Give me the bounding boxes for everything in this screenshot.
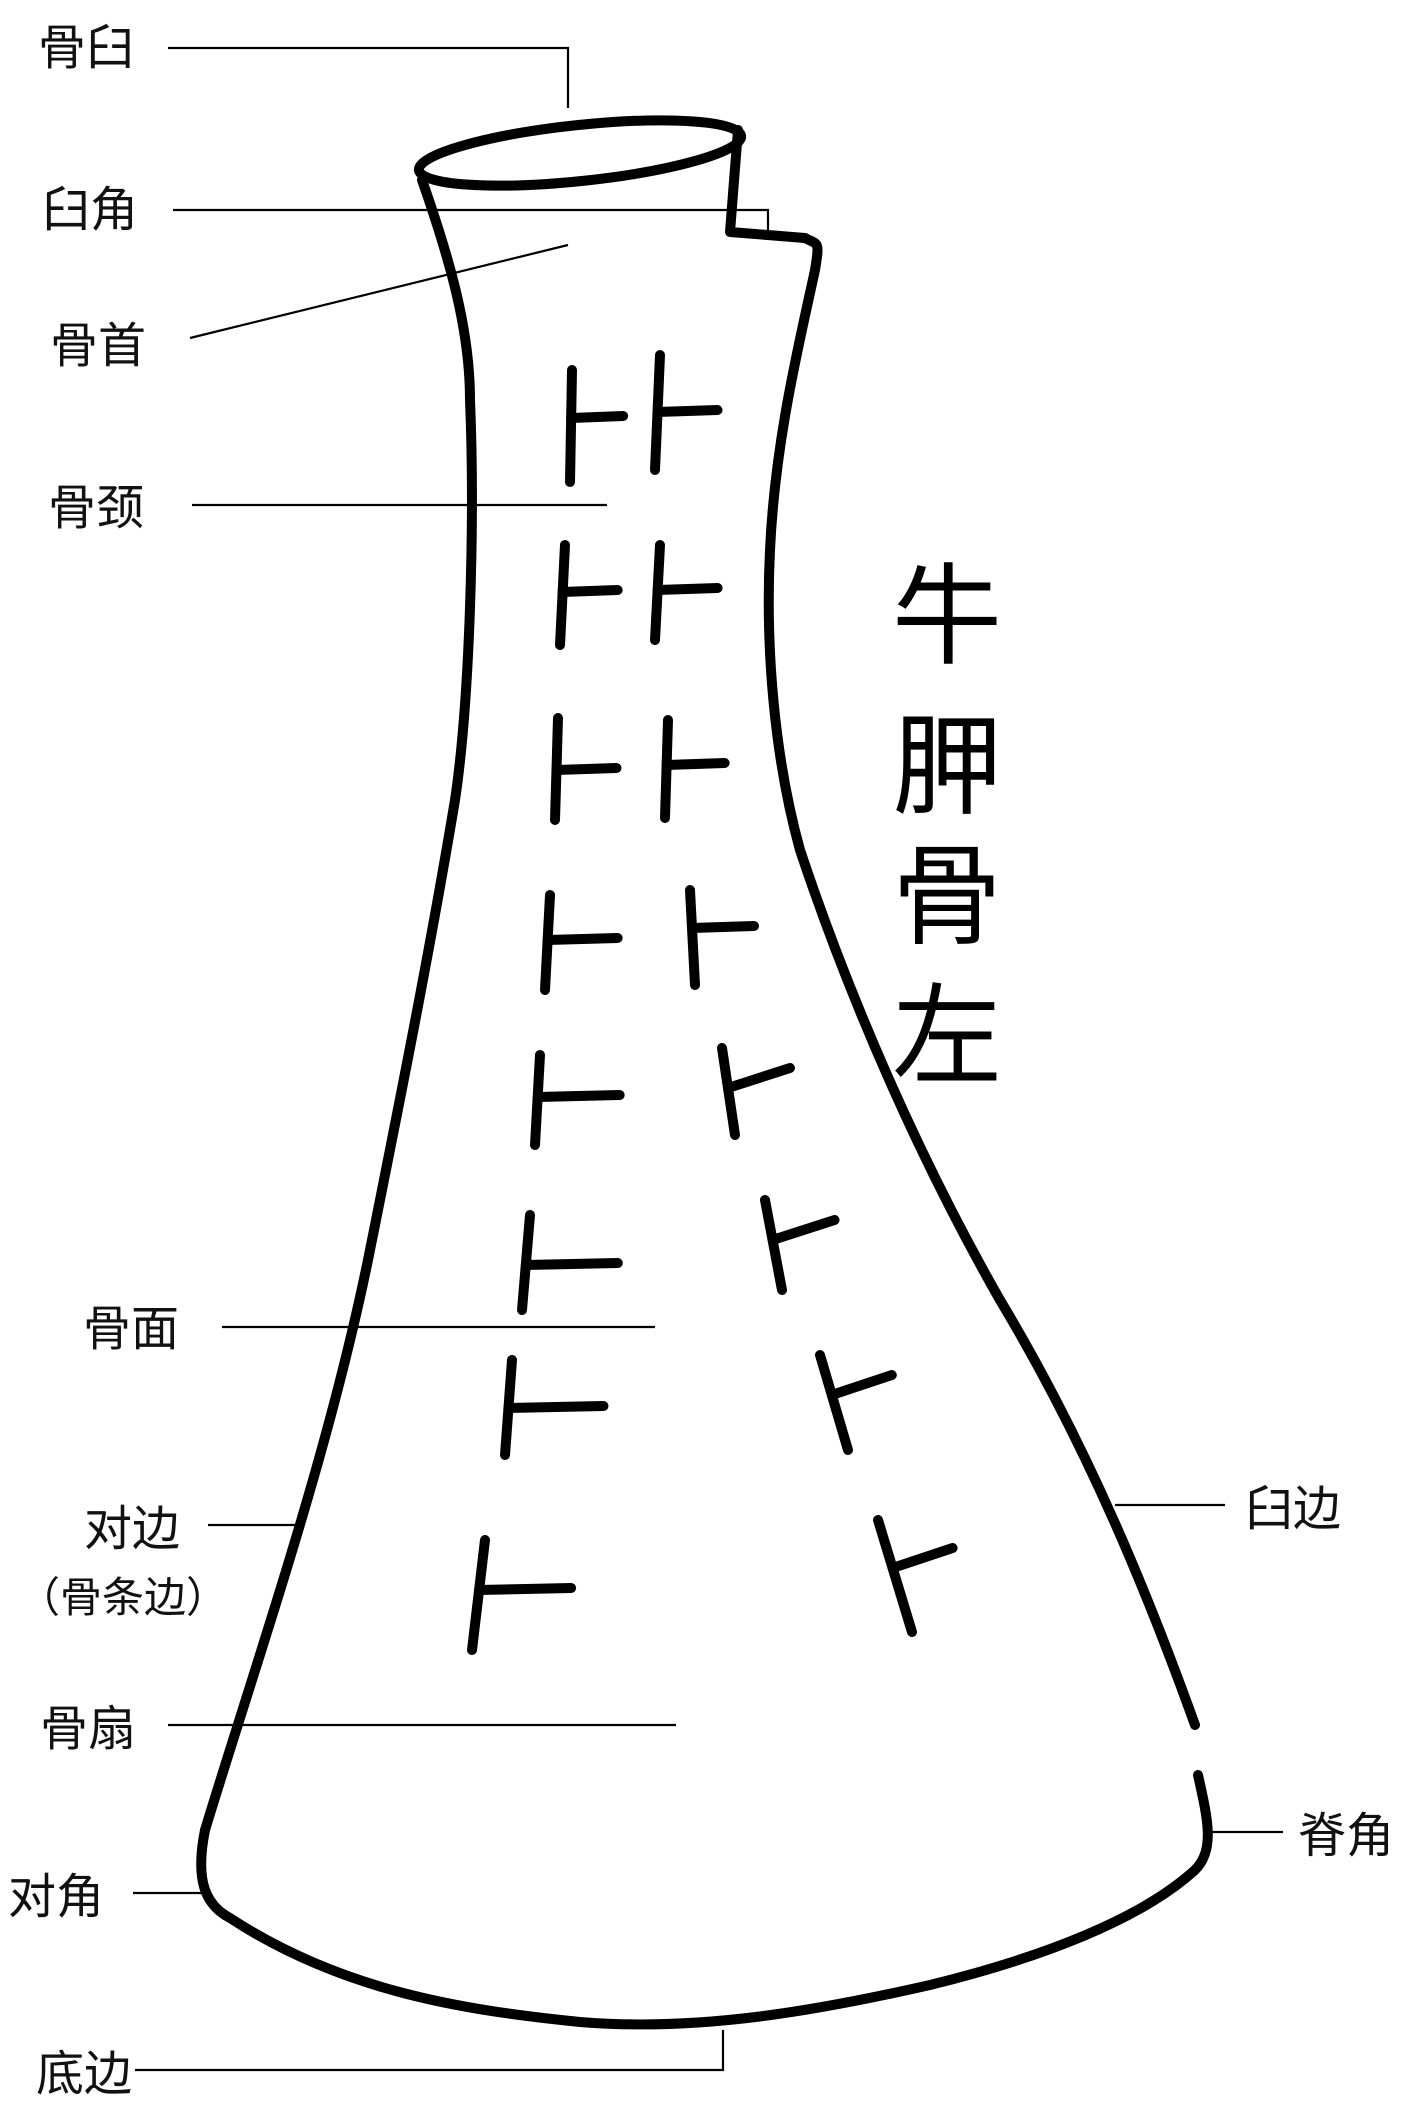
crack-mark-branch xyxy=(542,933,623,945)
crack-mark-branch xyxy=(652,583,723,595)
label-jijiao: 脊角 xyxy=(1298,1808,1394,1864)
crack-mark xyxy=(517,1210,623,1315)
crack-mark-branch xyxy=(566,411,629,423)
crack-mark-stem xyxy=(760,1195,787,1295)
crack-mark-branch xyxy=(474,1583,577,1595)
crack-mark-branch xyxy=(687,921,759,933)
label-duijiao: 对角 xyxy=(8,1869,104,1925)
crack-mark-branch xyxy=(532,1090,625,1102)
crack-mark-branch xyxy=(826,1370,897,1400)
crack-mark-branch xyxy=(551,763,622,775)
label-duibian: 对边 xyxy=(84,1501,180,1557)
crack-mark-stem xyxy=(467,1535,490,1655)
crack-mark-branch xyxy=(887,1543,958,1573)
crack-mark-stem xyxy=(685,885,700,990)
crack-mark xyxy=(685,885,759,990)
crack-mark-stem xyxy=(873,1515,917,1637)
leader-gushou xyxy=(189,243,569,340)
crack-mark xyxy=(555,540,623,650)
part-labels: 骨臼 臼角 骨首 骨颈 骨面 对边 （骨条边） 骨扇 对角 底边 臼边 脊角 xyxy=(8,20,1394,2102)
bone-bottom-edge xyxy=(225,1770,1213,2030)
crack-mark xyxy=(815,1350,897,1455)
crack-mark xyxy=(717,1043,795,1140)
bone-left-edge xyxy=(196,175,477,1923)
title-char-1: 牛 xyxy=(892,553,1002,681)
crack-mark-stem xyxy=(565,365,577,487)
title-char-4: 左 xyxy=(892,973,1002,1101)
crack-mark xyxy=(530,1050,625,1150)
glenoid-socket-outline xyxy=(413,115,747,191)
crack-mark-branch xyxy=(520,1258,623,1270)
title-char-2: 胛 xyxy=(892,703,1002,831)
crack-mark-branch xyxy=(661,758,730,770)
crack-mark-stem xyxy=(815,1350,853,1455)
crack-mark xyxy=(660,715,730,823)
vertical-title: 牛 胛 骨 左 xyxy=(892,553,1002,1101)
label-jiubian: 臼边 xyxy=(1245,1481,1341,1537)
crack-mark-branch xyxy=(503,1401,609,1413)
label-gushou: 骨首 xyxy=(50,318,146,374)
label-gujing: 骨颈 xyxy=(48,480,144,536)
crack-mark-branch xyxy=(767,1215,840,1245)
glenoid-corner-notch xyxy=(725,125,810,243)
crack-mark xyxy=(540,890,623,995)
crack-mark-branch xyxy=(557,585,623,597)
label-jiujiao: 臼角 xyxy=(42,182,138,238)
label-duibian-alt: （骨条边） xyxy=(18,1573,228,1622)
crack-mark xyxy=(467,1535,577,1655)
crack-mark-branch xyxy=(722,1063,795,1093)
scapula-outline xyxy=(196,115,1213,2030)
crack-mark xyxy=(650,350,723,475)
crack-mark xyxy=(650,540,723,645)
crack-mark-branch xyxy=(652,405,723,417)
label-gushan: 骨扇 xyxy=(40,1701,136,1757)
crack-mark xyxy=(760,1195,840,1295)
leader-dibian xyxy=(135,2030,725,2072)
leader-gujiu xyxy=(168,46,570,108)
crack-mark xyxy=(873,1515,958,1637)
label-gujiu: 骨臼 xyxy=(38,20,134,76)
leader-lines xyxy=(133,46,1283,2072)
crack-mark xyxy=(565,365,629,487)
crack-mark xyxy=(550,713,622,825)
leader-jiujiao xyxy=(173,208,770,232)
crack-marks xyxy=(467,350,958,1655)
crack-mark xyxy=(500,1355,609,1460)
label-dibian: 底边 xyxy=(36,2046,132,2102)
bone-right-edge xyxy=(763,233,1200,1730)
title-char-3: 骨 xyxy=(892,833,1002,961)
label-gumian: 骨面 xyxy=(83,1301,179,1357)
